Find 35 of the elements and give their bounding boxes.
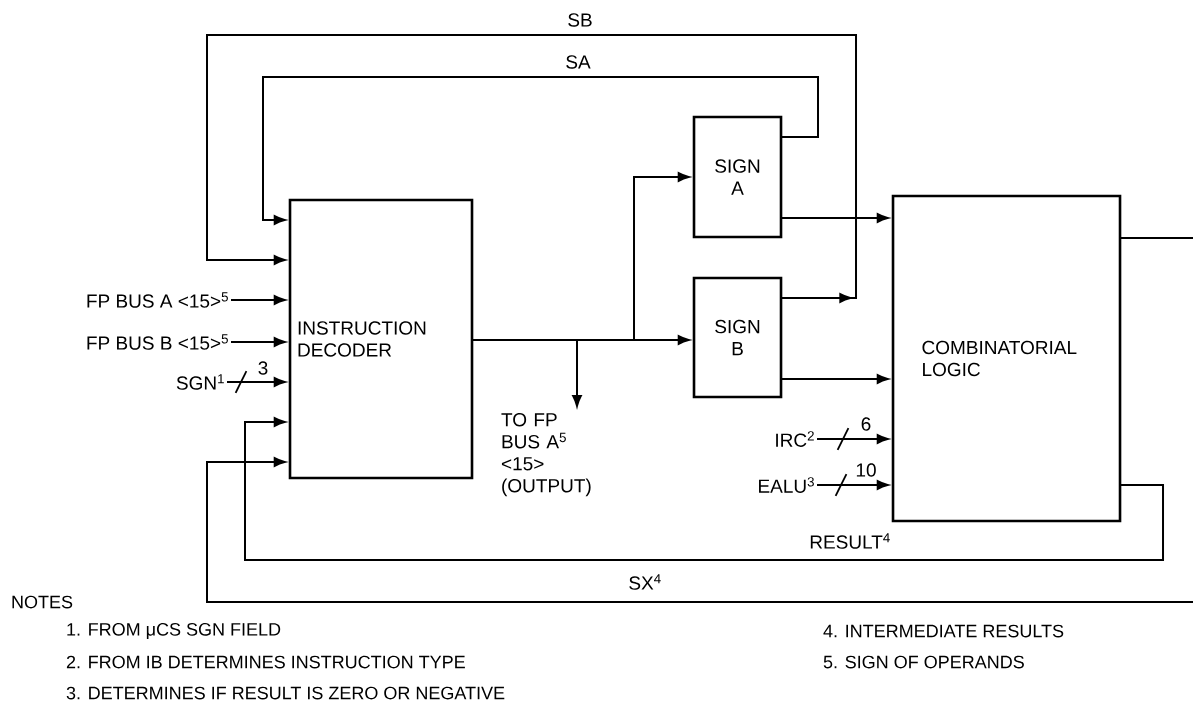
connector-arrow [206, 34, 857, 303]
signal-label: IRC$^{2}$ [776, 431, 814, 447]
connector-arrow [231, 337, 286, 347]
connector-arrow [231, 295, 286, 305]
note-text: 2. FROM IB DETERMINES INSTRUCTION TYPE [66, 655, 465, 669]
edge-label: SA [566, 55, 591, 69]
signal-label: SGN$^{1}$ [176, 374, 224, 390]
edge-label: 10 [856, 463, 876, 477]
connector-arrow [817, 480, 889, 490]
edge-label: SB [568, 13, 592, 27]
connector-arrow [244, 417, 1164, 561]
note-text: 3. DETERMINES IF RESULT IS ZERO OR NEGATIVE [66, 686, 505, 700]
note-text: 1. FROM μCS SGN FIELD [67, 623, 281, 639]
connector-arrow [817, 434, 889, 444]
note-text: 5. SIGN OF OPERANDS [823, 655, 1024, 669]
signal-label: EALU$^{3}$ [759, 477, 814, 493]
edge-label: 3 [258, 361, 268, 375]
edge-label: RESULT$^{4}$ [810, 533, 890, 549]
connector-arrow [227, 377, 286, 387]
signal-label: FP BUS A <15>$^{5}$ [87, 292, 228, 308]
note-text: 4. INTERMEDIATE RESULTS [823, 624, 1064, 638]
connector-arrow [781, 213, 889, 223]
connector-arrow [206, 457, 1193, 603]
signal-label: FP BUS B <15>$^{5}$ [87, 334, 228, 350]
block-box: SIGN B [692, 276, 783, 399]
edge-label: SX$^{4}$ [629, 574, 661, 590]
connector-arrow [262, 76, 819, 225]
block-box: SIGN A [692, 115, 783, 239]
note-text: NOTES [12, 595, 73, 609]
edge-label: 6 [861, 417, 871, 431]
block-box: INSTRUCTION DECODER [288, 198, 474, 480]
connector-arrow [781, 374, 889, 384]
signal-label: TO FP BUS A$^{5}$ <15> (OUTPUT) [501, 413, 591, 497]
connector-arrow [472, 339, 582, 407]
block-box: COMBINATORIAL LOGIC [891, 194, 1122, 523]
